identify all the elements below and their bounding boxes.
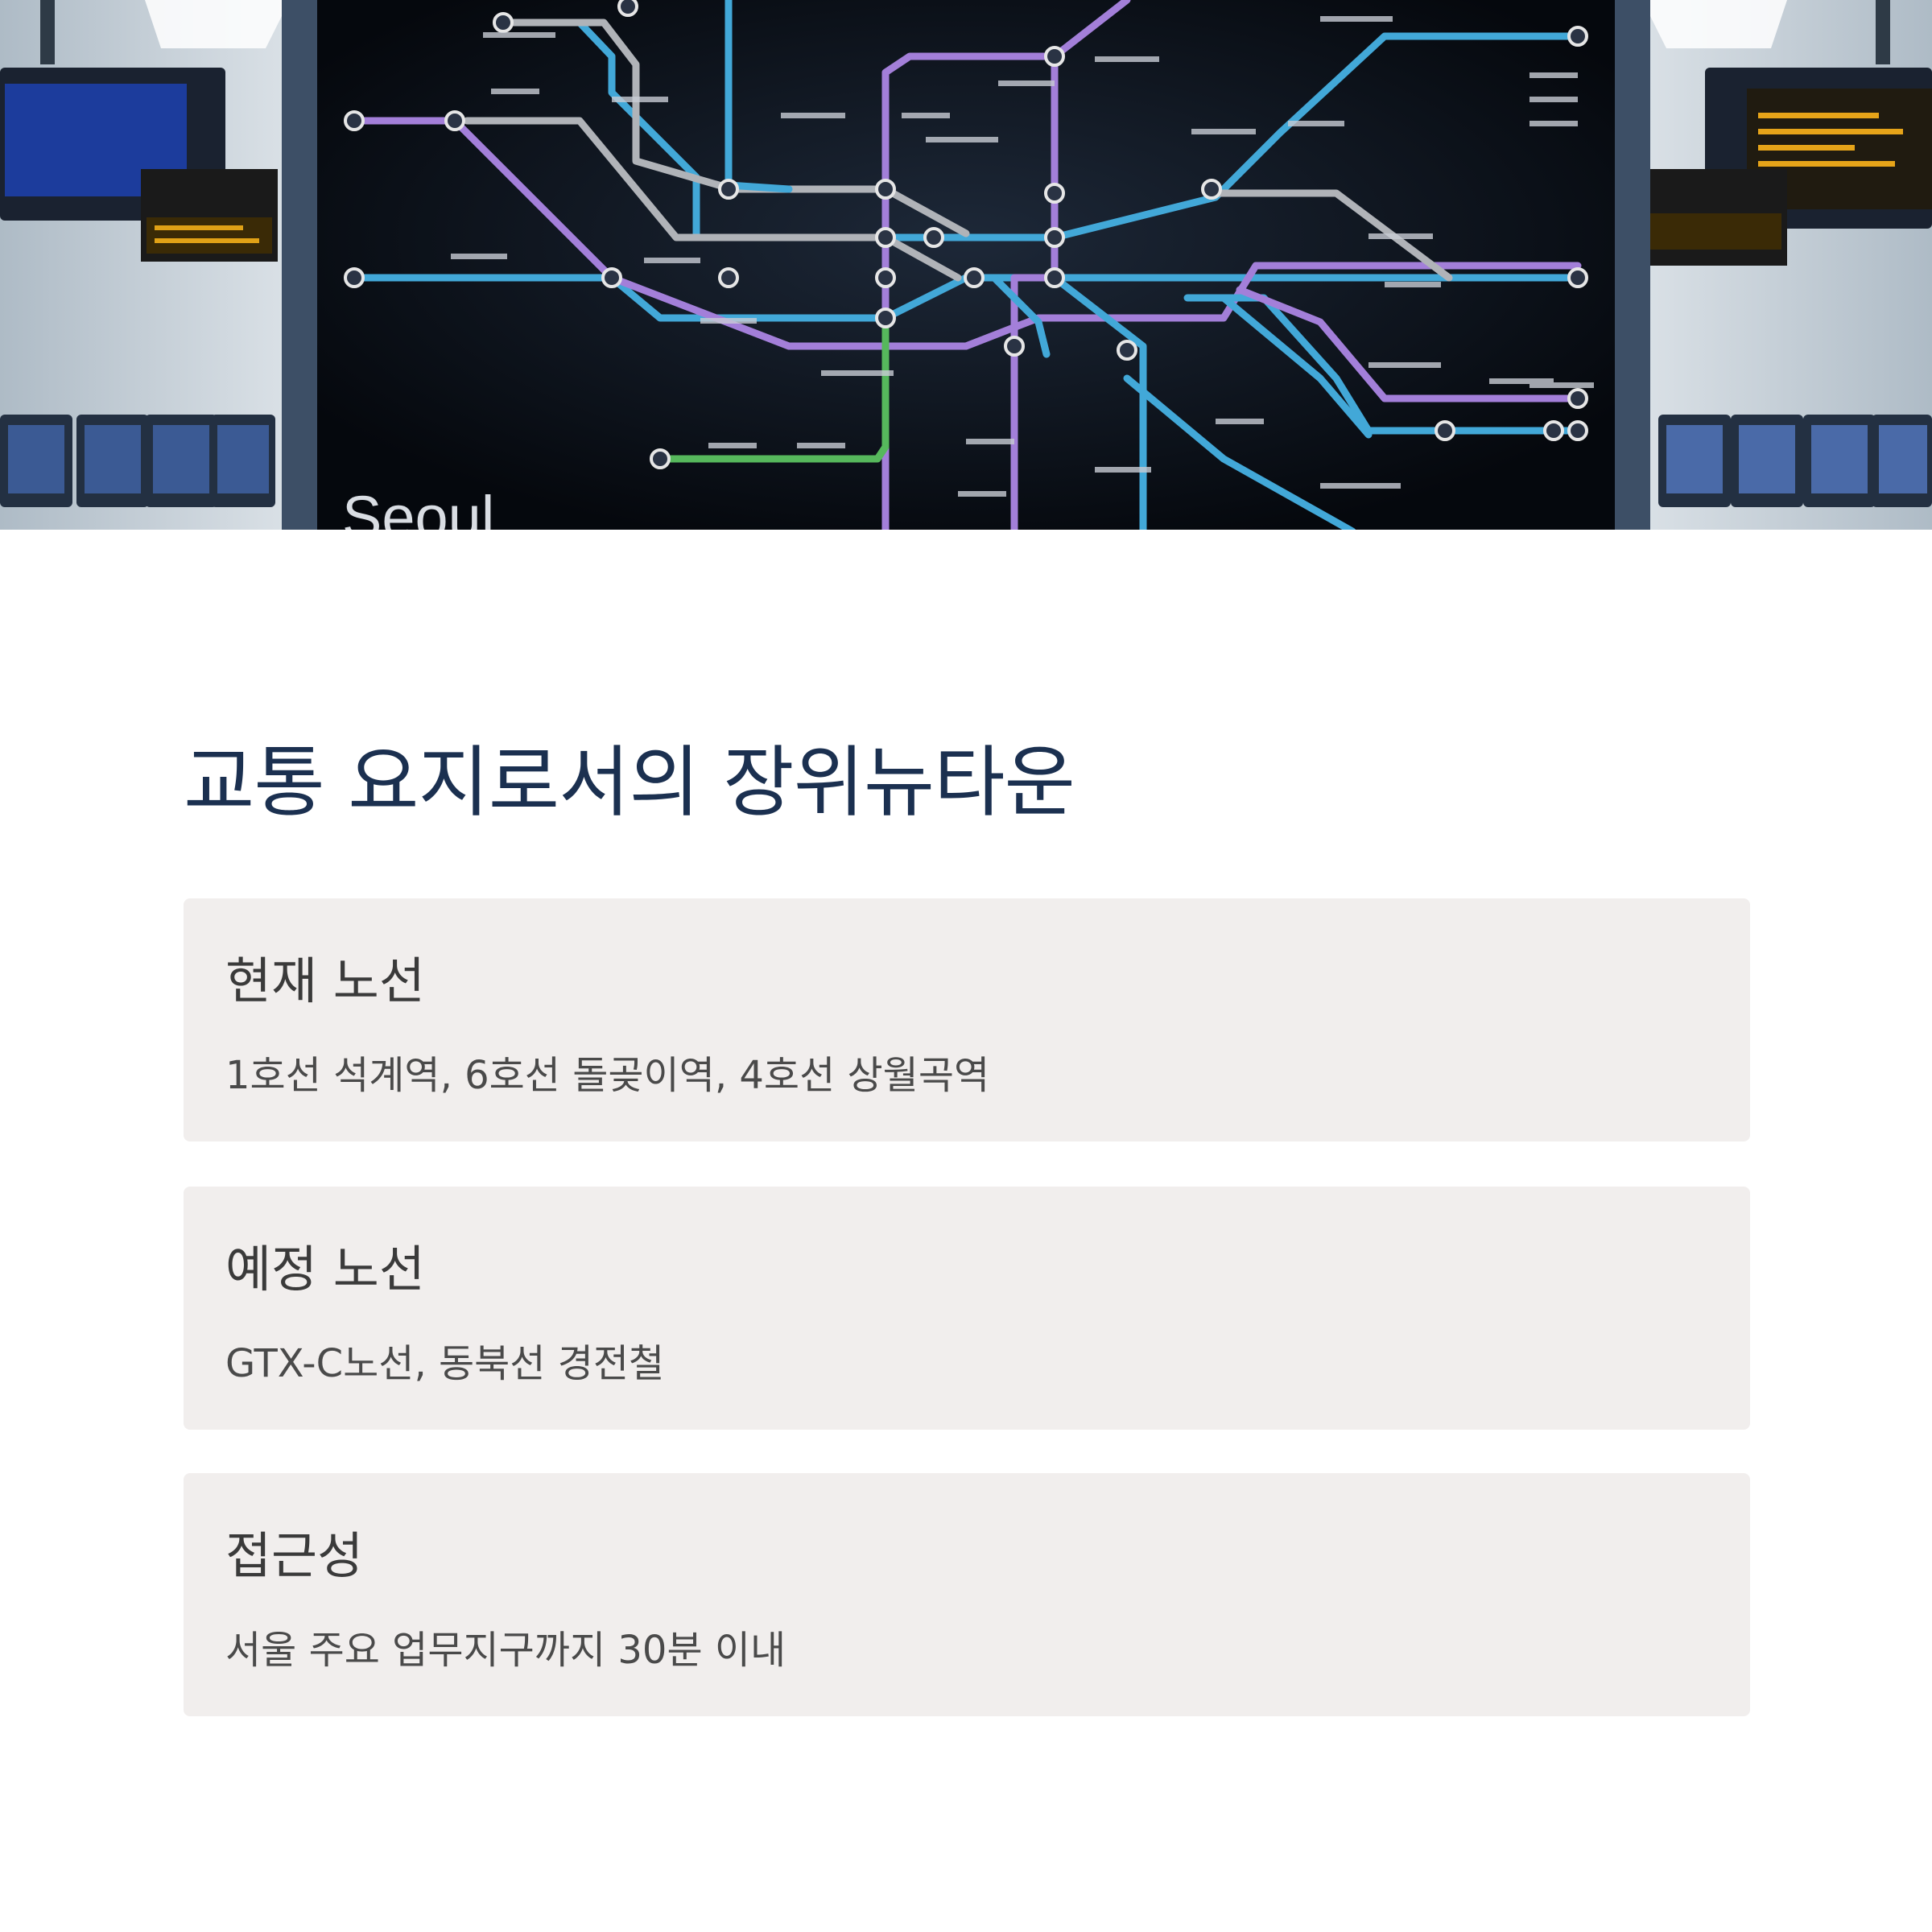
card-text: 서울 주요 업무지구까지 30분 이내 <box>225 1628 786 1673</box>
subway-map-photo: Seoul <box>0 0 1932 530</box>
page-title: 교통 요지로서의 장위뉴타운 <box>184 737 1075 828</box>
card-text: 1호선 석계역, 6호선 돌곶이역, 4호선 상월곡역 <box>225 1053 990 1098</box>
info-card-accessibility: 접근성 서울 주요 업무지구까지 30분 이내 <box>184 1473 1750 1716</box>
card-text: GTX-C노선, 동북선 경전철 <box>225 1341 665 1386</box>
info-card-current-lines: 현재 노선 1호선 석계역, 6호선 돌곶이역, 4호선 상월곡역 <box>184 898 1750 1141</box>
map-caption: Seoul <box>342 484 494 530</box>
hero-image: Seoul <box>0 0 1932 530</box>
card-title: 접근성 <box>225 1526 364 1585</box>
card-title: 현재 노선 <box>225 952 425 1010</box>
info-card-planned-lines: 예정 노선 GTX-C노선, 동북선 경전철 <box>184 1187 1750 1430</box>
card-title: 예정 노선 <box>225 1240 425 1298</box>
